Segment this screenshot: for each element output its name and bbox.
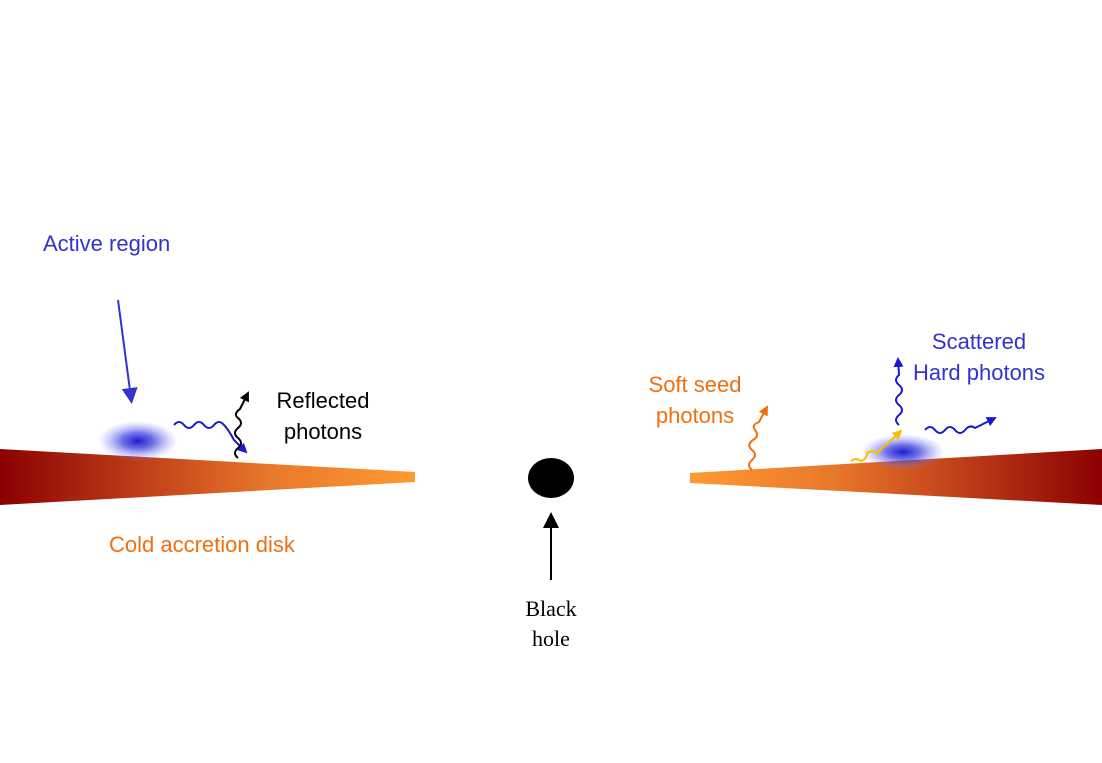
seed-photon-to-corona — [850, 429, 903, 463]
black-hole-label-line2: hole — [532, 626, 570, 651]
black-hole-label-line1: Black — [525, 596, 576, 621]
soft-seed-photon — [748, 405, 768, 471]
right-active-region-glow — [861, 434, 945, 470]
reflected-photons-label-line2: photons — [284, 419, 362, 444]
active-region-label: Active region — [43, 231, 170, 256]
reflected-photon — [234, 391, 249, 459]
scattered-photon-up — [893, 357, 904, 426]
left-active-region-glow — [98, 421, 178, 461]
scattered-hard-photons-label-line1: Scattered — [932, 329, 1026, 354]
black-hole — [528, 458, 574, 498]
incident-hard-photon — [173, 421, 248, 454]
left-accretion-disk — [0, 449, 415, 505]
scattered-hard-photons-label-line2: Hard photons — [913, 360, 1045, 385]
soft-seed-photons-label-line2: photons — [656, 403, 734, 428]
reflected-photons-label-line1: Reflected — [277, 388, 370, 413]
scattered-photon-right — [924, 417, 997, 434]
active-region-arrow — [117, 299, 138, 404]
soft-seed-photons-label-line1: Soft seed — [649, 372, 742, 397]
cold-accretion-disk-label: Cold accretion disk — [109, 532, 296, 557]
right-accretion-disk — [690, 449, 1102, 505]
